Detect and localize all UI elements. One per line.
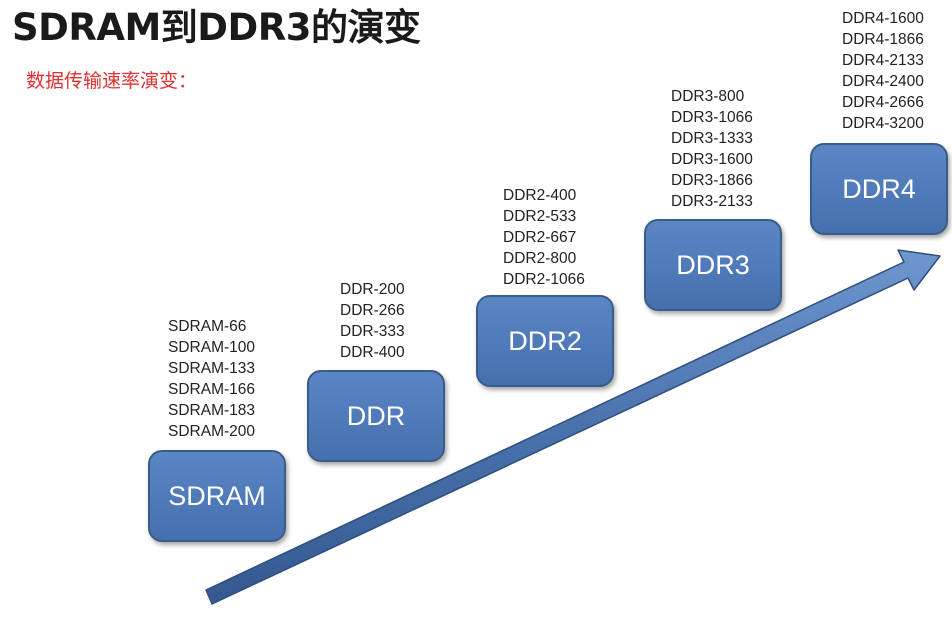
rate-item: SDRAM-100 (168, 339, 255, 356)
rate-item: DDR-400 (340, 344, 405, 361)
rate-item: DDR-266 (340, 302, 405, 319)
generation-label: DDR2 (508, 325, 582, 356)
rate-item: DDR3-1600 (671, 151, 753, 168)
rate-item: DDR3-1333 (671, 130, 753, 147)
generation-box-ddr2: DDR2 (476, 295, 614, 387)
rate-item: DDR4-1866 (842, 31, 924, 48)
rate-item: DDR4-2666 (842, 94, 924, 111)
rate-item: DDR4-3200 (842, 115, 924, 132)
rate-item: DDR-200 (340, 281, 405, 298)
rate-item: DDR2-533 (503, 208, 577, 225)
rate-item: DDR2-800 (503, 250, 577, 267)
generation-box-ddr4: DDR4 (810, 143, 948, 235)
generation-label: SDRAM (168, 480, 266, 511)
rate-item: DDR2-400 (503, 187, 577, 204)
rate-item: SDRAM-200 (168, 423, 255, 440)
rate-item: DDR4-1600 (842, 10, 924, 27)
generation-box-sdram: SDRAM (148, 450, 286, 542)
rate-item: SDRAM-133 (168, 360, 255, 377)
rate-item: SDRAM-166 (168, 381, 255, 398)
rate-item: SDRAM-66 (168, 318, 247, 335)
rate-item: SDRAM-183 (168, 402, 255, 419)
generation-label: DDR (346, 400, 406, 431)
rate-item: DDR4-2400 (842, 73, 924, 90)
rate-list-ddr3: DDR3-800 DDR3-1066 DDR3-1333 DDR3-1600 D… (671, 86, 753, 212)
page-title: SDRAM到DDR3的演变 (12, 6, 421, 49)
rate-item: DDR-333 (340, 323, 405, 340)
rate-item: DDR3-1866 (671, 172, 753, 189)
progress-arrow-shape (205, 249, 941, 605)
rate-item: DDR2-1066 (503, 271, 585, 288)
rate-list-ddr4: DDR4-1600 DDR4-1866 DDR4-2133 DDR4-2400 … (842, 8, 924, 134)
rate-item: DDR3-1066 (671, 109, 753, 126)
generation-box-ddr3: DDR3 (644, 219, 782, 311)
page-subtitle: 数据传输速率演变： (26, 70, 198, 92)
rate-item: DDR3-800 (671, 88, 745, 105)
rate-list-ddr: DDR-200 DDR-266 DDR-333 DDR-400 (340, 279, 405, 363)
rate-list-sdram: SDRAM-66 SDRAM-100 SDRAM-133 SDRAM-166 S… (168, 316, 255, 442)
generation-label: DDR4 (842, 173, 916, 204)
generation-label: DDR3 (676, 249, 750, 280)
rate-list-ddr2: DDR2-400 DDR2-533 DDR2-667 DDR2-800 DDR2… (503, 185, 585, 290)
rate-item: DDR4-2133 (842, 52, 924, 69)
generation-box-ddr: DDR (307, 370, 445, 462)
rate-item: DDR3-2133 (671, 193, 753, 210)
rate-item: DDR2-667 (503, 229, 577, 246)
